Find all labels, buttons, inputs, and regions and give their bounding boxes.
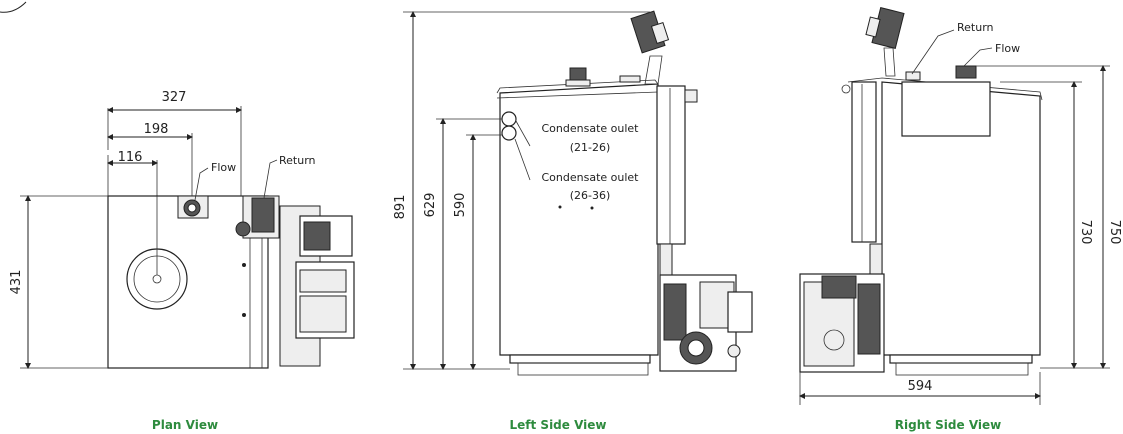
dim-750: 750	[1107, 220, 1122, 245]
dim-431: 431	[9, 270, 24, 295]
dim-730: 730	[1078, 220, 1093, 245]
right-flow-fitting	[955, 65, 977, 79]
right-view-caption: Right Side View	[895, 418, 1001, 432]
dim-590: 590	[453, 193, 468, 218]
dim-629: 629	[423, 193, 438, 218]
plan-flow-label: Flow	[211, 161, 236, 174]
cond1-label-line2: (21-26)	[570, 141, 611, 154]
dim-594: 594	[908, 379, 933, 394]
left-cabinet	[499, 83, 659, 356]
left-flue-duct	[656, 85, 686, 245]
plan-view-caption: Plan View	[152, 418, 218, 432]
right-return-label: Return	[957, 21, 994, 34]
dim-327: 327	[162, 90, 187, 105]
right-side-view: Return Flow 730 750 594 Right Side View	[799, 7, 1122, 432]
corner-mark	[0, 1, 27, 13]
dim-198: 198	[144, 122, 169, 137]
plan-return-label: Return	[279, 154, 316, 167]
left-condensate-outlet-1	[501, 111, 517, 127]
dim-116: 116	[118, 150, 143, 165]
right-top-box	[901, 81, 991, 137]
cond1-label-line1: Condensate oulet	[542, 122, 640, 135]
left-side-view: 891 629 590 Condensate oulet (21-26) Con…	[393, 10, 753, 432]
cond2-label-line1: Condensate oulet	[542, 171, 640, 184]
left-condensate-outlet-2	[501, 125, 517, 141]
right-flue-duct	[851, 81, 877, 243]
dim-891: 891	[393, 195, 408, 220]
cond2-label-line2: (26-36)	[570, 189, 611, 202]
right-flow-label: Flow	[995, 42, 1020, 55]
left-view-caption: Left Side View	[510, 418, 607, 432]
plan-view: 327 198 116 431 Flow Return Plan View	[9, 90, 355, 432]
